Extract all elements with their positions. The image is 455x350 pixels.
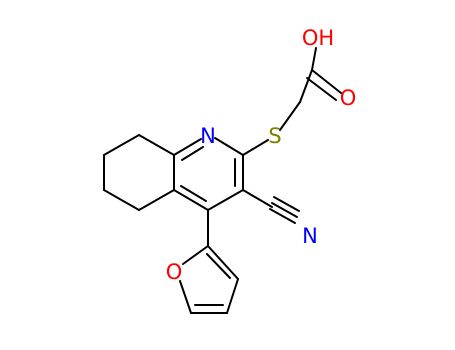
bonds (103, 47, 342, 314)
bond-furan-o-to-c5 (179, 280, 192, 314)
atom-label-ring-nitrogen: N (200, 124, 216, 148)
bond-c8a-to-n1 (173, 138, 202, 156)
bond-c4-to-c4a (173, 189, 209, 211)
bond-c3-to-c4 (207, 189, 244, 211)
bond-triple-3 (273, 196, 300, 212)
bond-c5-to-c4a (138, 189, 175, 211)
atom-labels: OH O S N N O (166, 26, 357, 284)
atom-label-hydroxyl-oxygen: OH (302, 26, 334, 50)
bond-c8-to-c7 (103, 134, 140, 156)
bond-carbonyl-inner (306, 77, 337, 101)
atom-label-furan-oxygen: O (166, 260, 183, 284)
bond-sulfur-to-c2 (242, 139, 269, 156)
bond-triple-1 (271, 202, 298, 218)
bond-c4-to-c4a-inner (180, 185, 207, 202)
bond-furan-c3-to-c2 (207, 245, 239, 280)
bond-ch2-to-sulfur (279, 101, 301, 131)
bond-carbonyl-outer (311, 69, 342, 94)
bond-furan-c4-to-c3 (226, 278, 239, 314)
bond-carboxyl-to-ch2 (299, 69, 313, 103)
bond-furan-c2-to-o (182, 245, 209, 265)
atom-label-nitrile-nitrogen: N (302, 224, 318, 248)
atom-label-sulfur: S (268, 124, 281, 148)
bond-oh-to-carbon (311, 47, 317, 71)
bond-c8a-to-c8 (138, 134, 175, 156)
bond-c3-to-cn-carbon (242, 189, 273, 208)
bond-n1-to-c2 (214, 137, 244, 156)
bond-c6-to-c5 (103, 189, 140, 211)
bond-triple-2 (269, 208, 296, 224)
bond-c8a-to-n1-inner (181, 146, 204, 161)
bond-furan-c3-to-c2-inner (206, 253, 231, 279)
atom-label-carbonyl-oxygen: O (340, 86, 357, 110)
